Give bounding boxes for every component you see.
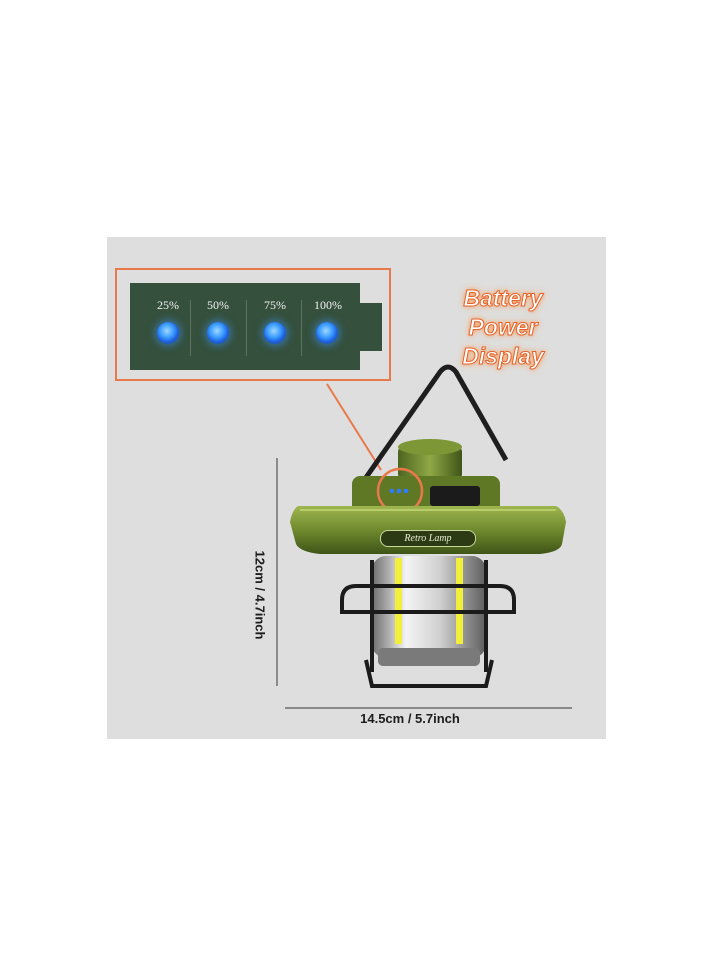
divider [246,300,247,356]
height-text: 12cm / 4.7inch [252,550,268,640]
indicator-light-50 [207,322,229,344]
usb-port [430,486,480,506]
lamp-handle [357,364,509,488]
indicator-light-75 [264,322,286,344]
callout-leader-line [326,383,382,471]
dimmer-knob [398,446,462,480]
retro-lamp-badge: Retro Lamp [380,530,476,547]
lamp-glass [372,556,486,658]
height-dimension-label: 12cm / 4.7inch [248,520,272,670]
level-50-label: 50% [207,298,229,312]
width-dimension-label: 14.5cm / 5.7inch [360,711,460,726]
level-75-label: 75% [264,298,286,312]
level-25-label: 25% [157,298,179,312]
battery-callout-text: Battery Power Display [438,284,568,371]
divider [190,300,191,356]
callout-line: Power [468,314,538,341]
battery-inset-frame [115,268,391,381]
indicator-light-25 [157,322,179,344]
lamp-base [378,648,480,666]
battery-terminal [360,303,382,351]
callout-line: Battery [463,285,543,312]
lamp-cage-ring [340,584,516,614]
indicator-light-100 [316,322,338,344]
level-100-label: 100% [314,298,342,312]
callout-line: Display [462,343,545,370]
divider [301,300,302,356]
